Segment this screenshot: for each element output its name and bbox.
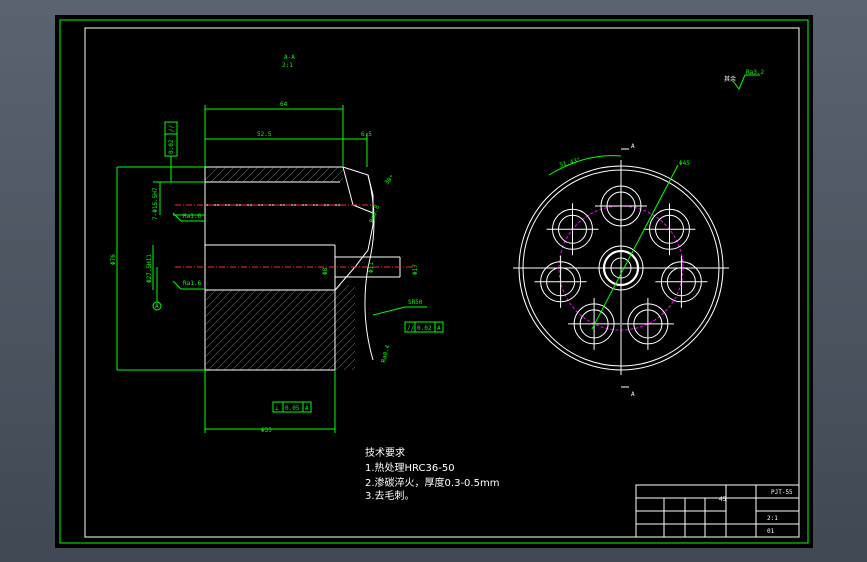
svg-text:其余: 其余 (724, 75, 736, 83)
dim-shaft-small-label: Φ11 (368, 262, 375, 273)
dim-pitch-angle-label: 51.43° (559, 157, 582, 169)
dim-bottom (204, 370, 336, 433)
title-block: PJT-55 45 2:1 01 (635, 484, 800, 538)
svg-text://: // (168, 124, 175, 132)
section-mark-top: A (631, 143, 635, 150)
svg-text:0.02: 0.02 (168, 139, 175, 154)
section-mark-bottom: A (631, 391, 635, 398)
dim-bore-dia (153, 181, 205, 215)
end-view: Φ45 51.43° A A (513, 143, 729, 398)
title-sheet: 01 (767, 528, 775, 535)
chamfer-lines (342, 166, 374, 214)
sphere-rough-label: Ra0.8 (368, 204, 381, 224)
svg-text:A: A (437, 325, 441, 332)
end-rough-label: Ra0.4 (380, 344, 392, 364)
technical-notes: 技术要求 1.热处理HRC36-50 2.渗碳淬火，厚度0.3-0.5mm 3.… (365, 446, 499, 502)
center-rough-label: Ra1.6 (183, 280, 201, 287)
svg-text://: // (407, 325, 415, 332)
drawing-sheet: 64 52.5 6.5 Φ76 7-Φ15.5H7 Ra1.6 Φ27.5H11… (55, 15, 813, 548)
center-bore-inner (610, 257, 632, 279)
dim-overall-label: 64 (280, 101, 288, 108)
svg-text:A: A (305, 405, 309, 412)
svg-text:Ra3.2: Ra3.2 (746, 69, 764, 76)
leader-sphere (372, 306, 427, 316)
title-part-no: PJT-55 (771, 489, 793, 496)
dim-shaft-label: Φ17 (412, 264, 419, 275)
dim-outer-dia (116, 166, 205, 371)
bore-holes (534, 180, 708, 350)
dim-bore-depth-label: 52.5 (257, 131, 272, 138)
section-arrows (621, 148, 629, 388)
center-bore (602, 249, 640, 287)
dim-pitch-angle-arc (548, 155, 622, 176)
dim-pitch-dia-line (591, 164, 679, 330)
notes-title: 技术要求 (365, 446, 405, 459)
dim-overall (204, 105, 344, 167)
leader-bore-rough (172, 212, 205, 222)
note-1: 1.热处理HRC36-50 (365, 461, 455, 474)
dim-sphere-label: SR50 (408, 299, 423, 306)
section-scale: 2:1 (282, 62, 293, 69)
dim-pitch-dia-label: Φ45 (679, 160, 690, 167)
dim-bottom-label: Φ35 (261, 427, 272, 434)
datum-a-marker: A (152, 267, 162, 311)
section-hatching (205, 167, 355, 370)
roughness-other: 其余 Ra3.2 (724, 69, 764, 90)
tol-flatness-frame: // 0.02 A (404, 321, 444, 333)
dim-bore-depth (205, 133, 368, 167)
svg-text:A: A (155, 303, 159, 310)
dim-chamfer-label: 6.5 (361, 131, 372, 138)
drawing-canvas: 64 52.5 6.5 Φ76 7-Φ15.5H7 Ra1.6 Φ27.5H11… (59, 19, 809, 544)
dim-bore-dia-label: 7-Φ15.5H7 (152, 187, 159, 220)
outer-frame (59, 19, 809, 544)
section-title: A-A (284, 54, 295, 61)
dim-shaft-dia-label: Φ8 (322, 267, 329, 275)
tol-parallel-frame: // 0.02 (164, 121, 178, 182)
title-scale: 2:1 (767, 515, 778, 522)
svg-text:0.02: 0.02 (417, 325, 432, 332)
bore-rough-label: Ra1.6 (183, 213, 201, 220)
svg-text:0.05: 0.05 (285, 405, 300, 412)
tol-perp-frame: ⊥ 0.05 A (272, 401, 312, 413)
section-view: 64 52.5 6.5 Φ76 7-Φ15.5H7 Ra1.6 Φ27.5H11… (110, 54, 444, 434)
part-outline (204, 166, 374, 371)
svg-text:⊥: ⊥ (275, 405, 279, 412)
dim-angle-label: 30° (383, 174, 396, 187)
leader-center-rough (172, 280, 205, 290)
dim-outer-dia-label: Φ76 (110, 254, 117, 265)
note-2: 2.渗碳淬火，厚度0.3-0.5mm (365, 476, 499, 489)
note-3: 3.去毛刺。 (365, 490, 415, 502)
inner-frame (84, 27, 800, 538)
title-material: 45 (719, 496, 727, 503)
dim-center-dia-label: Φ27.5H11 (146, 254, 153, 283)
center-bore-outer (598, 245, 644, 291)
